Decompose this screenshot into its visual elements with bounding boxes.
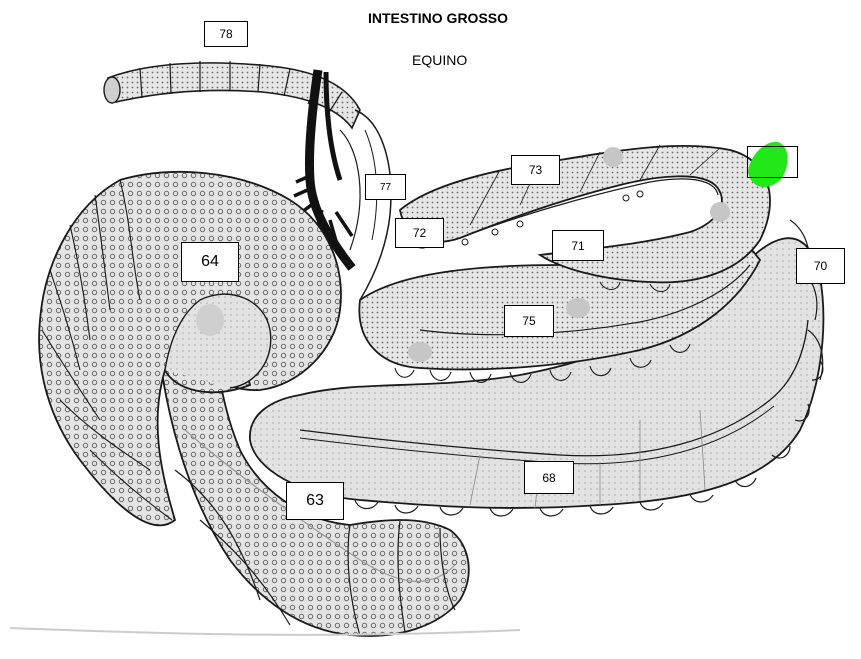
cecum-body bbox=[158, 354, 470, 637]
small-colon-mesentery bbox=[339, 109, 392, 301]
label-75: 75 bbox=[504, 305, 554, 337]
dorsal-colon-upper bbox=[399, 144, 771, 292]
label-78: 78 bbox=[204, 21, 248, 47]
label-70: 70 bbox=[796, 248, 845, 284]
green-marker bbox=[748, 141, 788, 188]
cecum-base bbox=[38, 170, 342, 527]
label-68: 68 bbox=[524, 461, 574, 494]
baseline-artifact bbox=[9, 627, 521, 636]
label-72: 72 bbox=[395, 218, 444, 248]
mesenteric-vessels bbox=[293, 69, 356, 271]
label-71: 71 bbox=[552, 230, 604, 261]
label-64: 64 bbox=[181, 242, 239, 282]
diagram-subtitle: EQUINO bbox=[412, 52, 468, 68]
descending-colon bbox=[103, 61, 361, 130]
label-77: 77 bbox=[365, 174, 406, 200]
label-73: 73 bbox=[511, 155, 560, 185]
diagram-title: INTESTINO GROSSO bbox=[368, 10, 509, 26]
label-63: 63 bbox=[286, 482, 344, 520]
label-blank bbox=[747, 146, 798, 178]
